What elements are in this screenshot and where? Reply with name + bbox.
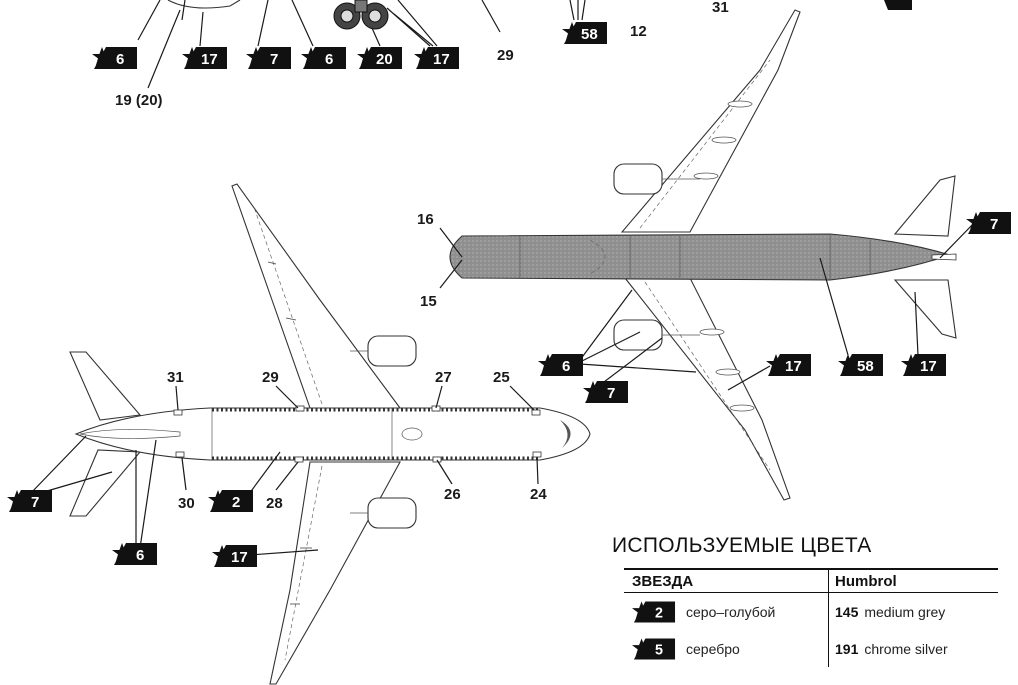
color-tag-6b: 6	[301, 47, 346, 69]
color-tag-7a: 7	[246, 47, 291, 69]
svg-text:17: 17	[785, 358, 802, 375]
part-number-26: 26	[444, 486, 461, 503]
svg-text:2: 2	[655, 605, 663, 621]
legend-header-humbrol: Humbrol	[835, 572, 897, 590]
color-tag-17a: 17	[182, 47, 227, 69]
star-tag-icon: 2	[632, 600, 676, 623]
color-tag-6c: 6	[538, 354, 583, 376]
legend-table: ЗВЕЗДА Humbrol 2 серо–голубой 145 medium…	[624, 568, 998, 667]
color-tag-17e: 17	[212, 545, 257, 567]
aircraft-bottom-view: 31 29 27 25 30 28 26 24 7 2 6 17	[7, 183, 591, 685]
color-tag-6d: 6	[112, 543, 157, 565]
part-number-12: 12	[630, 23, 647, 40]
legend-color-name: серебро	[686, 640, 740, 657]
humbrol-number: 191	[835, 640, 859, 657]
svg-text:17: 17	[231, 549, 248, 566]
legend-header-row: ЗВЕЗДА Humbrol	[624, 570, 998, 593]
humbrol-name: medium grey	[864, 603, 946, 620]
svg-text:7: 7	[31, 494, 39, 511]
svg-text:58: 58	[581, 26, 598, 43]
part-number-29: 29	[262, 369, 279, 386]
star-tag-icon: 5	[632, 637, 676, 660]
legend-row: 2 серо–голубой 145 medium grey	[624, 593, 998, 630]
part-number-19: 19 (20)	[115, 92, 163, 109]
svg-text:6: 6	[136, 547, 144, 564]
svg-text:7: 7	[270, 51, 278, 68]
part-number-30: 30	[178, 495, 195, 512]
part-number-31-top: 31	[712, 0, 729, 16]
svg-text:7: 7	[990, 216, 998, 233]
svg-text:17: 17	[920, 358, 937, 375]
svg-text:2: 2	[232, 494, 240, 511]
color-tag-7b: 7	[966, 212, 1011, 234]
part-number-24: 24	[530, 486, 547, 503]
svg-text:17: 17	[201, 51, 218, 68]
svg-text:58: 58	[857, 358, 874, 375]
colors-legend: ИСПОЛЬЗУЕМЫЕ ЦВЕТА ЗВЕЗДА Humbrol 2 серо…	[612, 534, 1012, 667]
color-tag-7d: 7	[7, 490, 52, 512]
color-tag-17c: 17	[766, 354, 811, 376]
part-number-27: 27	[435, 369, 452, 386]
color-tag-58a: 58	[562, 22, 607, 44]
aircraft-top-view: 16 15 7 6 7 17 58 17	[417, 9, 1011, 501]
legend-color-name: серо–голубой	[686, 603, 776, 620]
part-number-29-top: 29	[497, 47, 514, 64]
color-tag-6a: 6	[92, 47, 137, 69]
color-tag-2: 2	[208, 490, 253, 512]
color-tag-58b: 58	[838, 354, 883, 376]
svg-text:5: 5	[655, 642, 663, 658]
color-tag-7c: 7	[583, 381, 628, 403]
color-tag-17b: 17	[414, 47, 459, 69]
svg-text:7: 7	[607, 385, 615, 402]
color-tag-17d: 17	[901, 354, 946, 376]
svg-text:6: 6	[562, 358, 570, 375]
legend-title: ИСПОЛЬЗУЕМЫЕ ЦВЕТА	[612, 534, 872, 557]
svg-text:17: 17	[433, 51, 450, 68]
legend-row: 5 серебро 191 chrome silver	[624, 630, 998, 667]
humbrol-number: 145	[835, 603, 859, 620]
color-tag-20: 20	[357, 47, 402, 69]
legend-header-zvezda: ЗВЕЗДА	[624, 570, 829, 592]
svg-text:20: 20	[376, 51, 393, 68]
part-number-25: 25	[493, 369, 510, 386]
landing-gear-icon	[333, 0, 389, 30]
part-number-15: 15	[420, 293, 437, 310]
part-number-16: 16	[417, 211, 434, 228]
humbrol-name: chrome silver	[864, 640, 948, 657]
svg-text:6: 6	[325, 51, 333, 68]
part-number-28: 28	[266, 495, 283, 512]
previous-step-strip: 29 12 31 19 (20) 6 17 7 6 20 17 58	[92, 0, 912, 109]
part-number-31: 31	[167, 369, 184, 386]
svg-text:6: 6	[116, 51, 124, 68]
